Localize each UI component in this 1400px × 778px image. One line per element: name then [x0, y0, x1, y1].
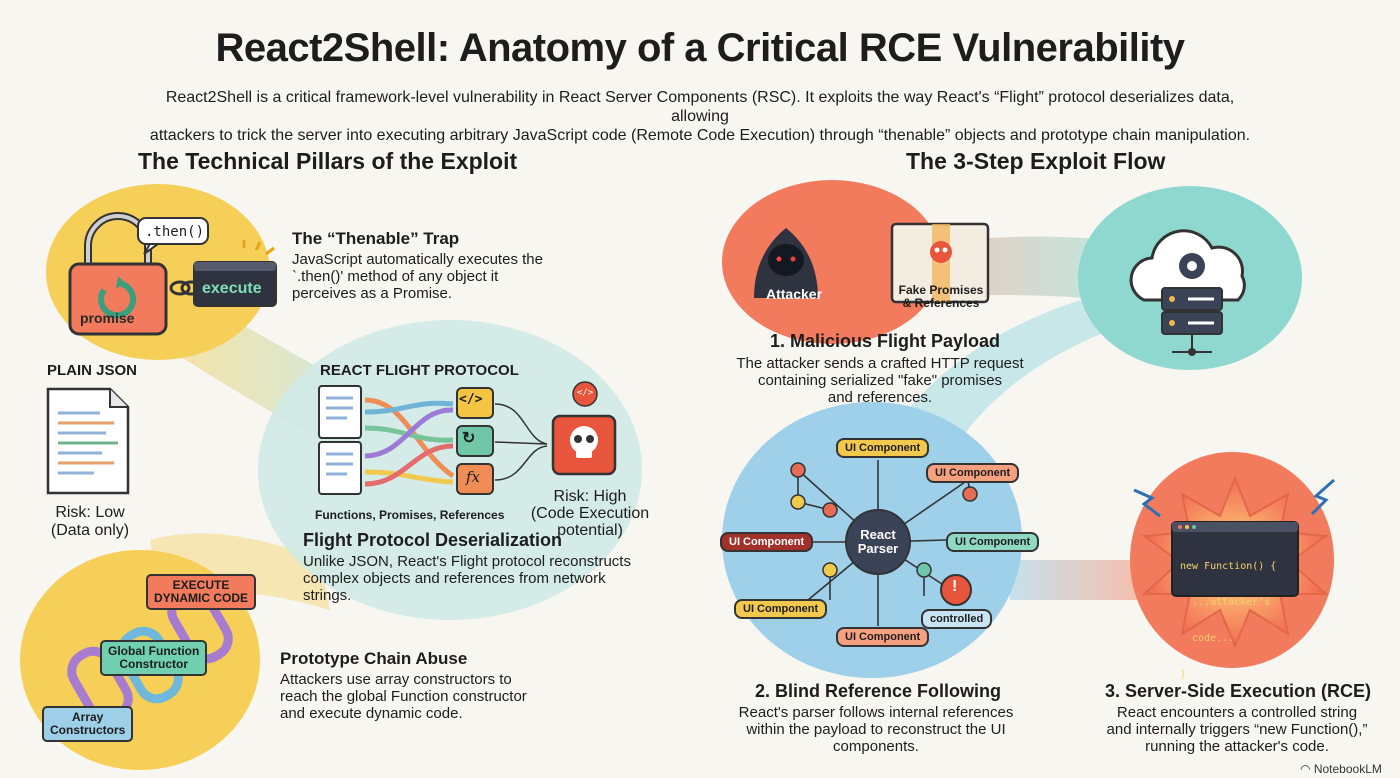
- text-line: `.then()' method of any object it: [292, 268, 499, 285]
- step3-title: 3. Server-Side Execution (RCE): [1104, 681, 1372, 701]
- document-icon: [46, 387, 130, 495]
- step2-description: React's parser follows internal referenc…: [716, 704, 1036, 755]
- intro-line: attackers to trick the server into execu…: [149, 127, 1251, 144]
- text-line: (Code Execution: [530, 505, 650, 522]
- array-constructors-tag: Array Constructors: [42, 706, 134, 742]
- brand-label: NotebookLM: [1313, 762, 1382, 776]
- explosion-illustration: [1133, 475, 1335, 649]
- then-bubble-text: .then(): [145, 224, 205, 240]
- thenable-illustration: [68, 212, 277, 336]
- text-line: and internally triggers “new Function(),…: [1106, 721, 1368, 738]
- ui-component-node: UI Component: [836, 627, 930, 647]
- page-title: React2Shell: Anatomy of a Critical RCE V…: [215, 26, 1185, 70]
- pillars-heading: The Technical Pillars of the Exploit: [138, 148, 518, 174]
- text-line: Unlike JSON, React's Flight protocol rec…: [303, 553, 631, 570]
- text-line: EXECUTE: [172, 578, 230, 592]
- text-line: complex objects and references from netw…: [303, 570, 606, 587]
- step1-title: 1. Malicious Flight Payload: [769, 331, 1001, 351]
- plain-json-title: PLAIN JSON: [47, 362, 138, 379]
- malicious-code: new Function() { ...attacker's code... }: [1180, 537, 1276, 705]
- ui-component-node: UI Component: [720, 532, 814, 552]
- text-line: within the payload to reconstruct the UI: [746, 721, 1006, 738]
- text-line: reach the global Function constructor: [280, 688, 527, 705]
- code-line: new Function() {: [1180, 561, 1277, 572]
- flow-heading: The 3-Step Exploit Flow: [906, 148, 1166, 174]
- flight-diagram: [318, 381, 617, 495]
- step1-illustration: [754, 222, 990, 304]
- function-icon: fx: [466, 468, 481, 486]
- parser-network: [790, 460, 978, 626]
- code-alert-icon: </>: [577, 388, 594, 398]
- text-line: Constructors: [50, 723, 126, 737]
- ui-component-node: UI Component: [734, 599, 828, 619]
- text-line: Fake Promises: [898, 283, 984, 297]
- text-line: Global Function: [108, 644, 200, 658]
- refresh-icon: ↻: [462, 430, 476, 447]
- text-line: Array: [71, 710, 104, 724]
- flight-description: Unlike JSON, React's Flight protocol rec…: [303, 553, 643, 604]
- execute-label: execute: [202, 280, 262, 297]
- text-line: strings.: [303, 587, 352, 604]
- step3-description: React encounters a controlled string and…: [1082, 704, 1392, 755]
- text-line: Risk: High: [553, 488, 627, 505]
- cloud-server-illustration: [1129, 229, 1246, 356]
- ui-component-node: UI Component: [946, 532, 1040, 552]
- flight-diagram-caption: Functions, Promises, References: [315, 508, 505, 522]
- lock-label: promise: [80, 310, 135, 326]
- attacker-label: Attacker: [766, 286, 823, 302]
- step2-title: 2. Blind Reference Following: [754, 681, 1002, 701]
- json-risk: Risk: Low (Data only): [30, 504, 150, 540]
- text-line: DYNAMIC CODE: [154, 591, 249, 605]
- controlled-node: controlled: [921, 609, 993, 629]
- intro-text: React2Shell is a critical framework-leve…: [140, 88, 1260, 145]
- text-line: Constructor: [119, 657, 188, 671]
- flight-risk: Risk: High (Code Execution potential): [528, 488, 652, 539]
- text-line: running the attacker's code.: [1145, 738, 1329, 755]
- flight-title: Flight Protocol Deserialization: [303, 530, 563, 550]
- text-line: containing serialized "fake" promises: [757, 372, 1003, 389]
- fake-package-label: Fake Promises & References: [893, 284, 989, 310]
- text-line: Attackers use array constructors to: [280, 671, 512, 688]
- alert-icon: !: [952, 578, 958, 595]
- text-line: perceives as a Promise.: [292, 285, 453, 302]
- text-line: The attacker sends a crafted HTTP reques…: [736, 355, 1024, 372]
- parser-label: React Parser: [848, 528, 908, 556]
- ui-component-node: UI Component: [836, 438, 930, 458]
- text-line: React: [860, 527, 896, 542]
- text-line: React encounters a controlled string: [1116, 704, 1358, 721]
- brand-mark: ◠ NotebookLM: [1300, 762, 1382, 776]
- text-line: & References: [902, 296, 980, 310]
- code-line: }: [1180, 669, 1187, 680]
- notebooklm-icon: ◠: [1300, 762, 1311, 776]
- code-line: code...: [1180, 633, 1235, 644]
- text-line: React's parser follows internal referenc…: [738, 704, 1014, 721]
- global-function-tag: Global Function Constructor: [100, 640, 208, 676]
- flight-diagram-title: REACT FLIGHT PROTOCOL: [320, 362, 519, 379]
- prototype-description: Attackers use array constructors to reac…: [280, 671, 560, 722]
- text-line: potential): [557, 522, 623, 539]
- thenable-description: JavaScript automatically executes the `.…: [292, 251, 572, 302]
- text-line: and references.: [827, 389, 933, 406]
- step1-blob: [722, 180, 942, 344]
- thenable-title: The “Thenable” Trap: [292, 229, 460, 248]
- text-line: JavaScript automatically executes the: [292, 251, 543, 268]
- code-icon: </>: [459, 392, 483, 407]
- execute-dynamic-code-tag: EXECUTE DYNAMIC CODE: [146, 574, 257, 610]
- step1-description: The attacker sends a crafted HTTP reques…: [720, 355, 1040, 406]
- text-line: and execute dynamic code.: [280, 705, 463, 722]
- text-line: Risk: Low: [55, 504, 125, 521]
- prototype-title: Prototype Chain Abuse: [280, 649, 468, 668]
- text-line: Parser: [857, 541, 899, 556]
- code-line: ...attacker's: [1180, 597, 1271, 608]
- text-line: (Data only): [50, 522, 130, 539]
- ui-component-node: UI Component: [926, 463, 1020, 483]
- text-line: components.: [833, 738, 919, 755]
- intro-line: React2Shell is a critical framework-leve…: [165, 89, 1235, 125]
